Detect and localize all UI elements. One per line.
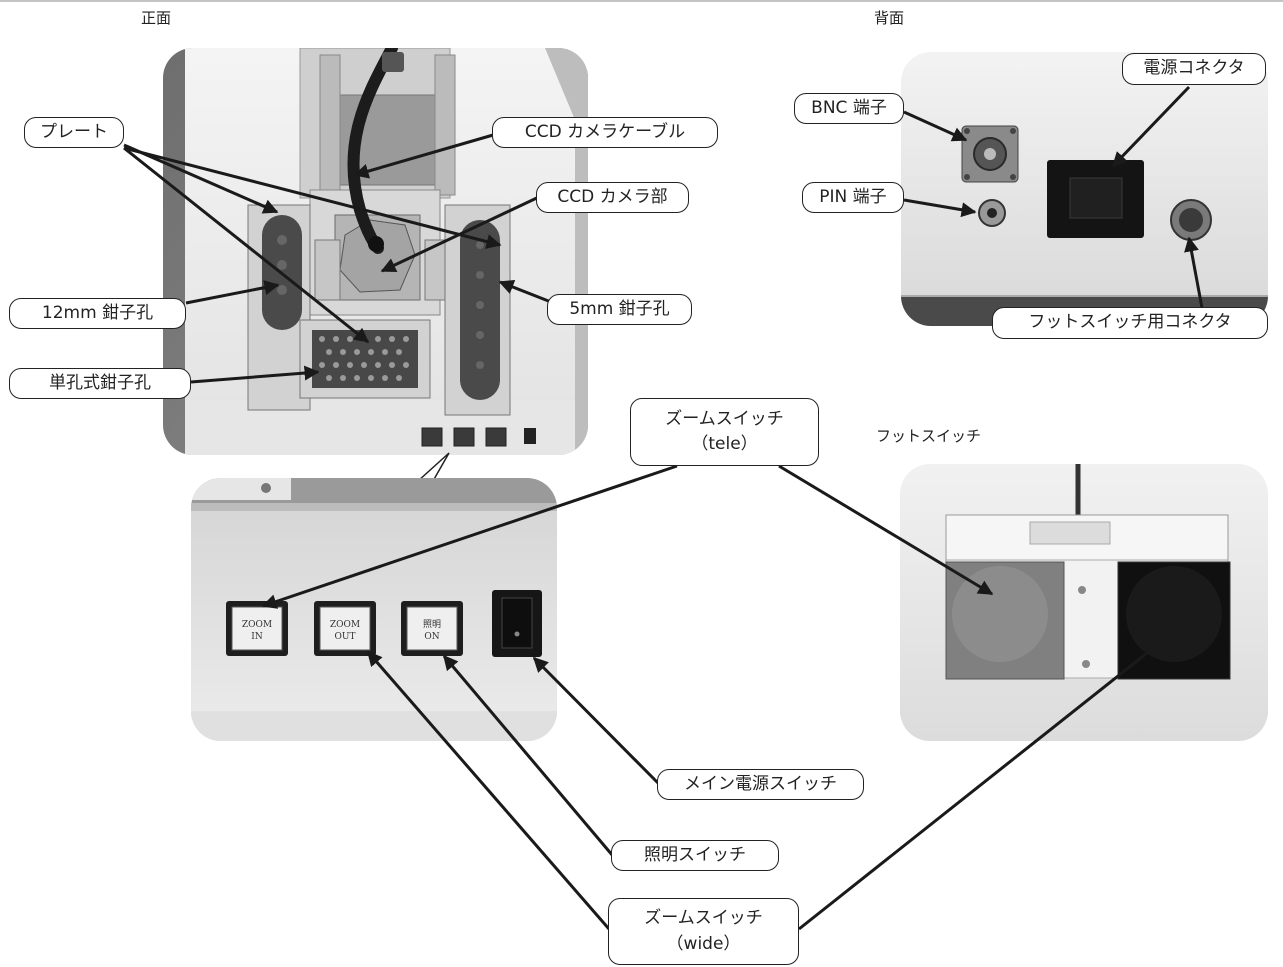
zoom-in-button[interactable]: ZOOM IN — [242, 620, 272, 642]
zoom-wide-label: ズームスイッチ （wide） — [608, 898, 799, 965]
pin-label: PIN 端子 — [802, 182, 904, 213]
light-on-label-2: ON — [424, 632, 439, 642]
back-heading: 背面 — [874, 9, 905, 27]
ccd-cable-label: CCD カメラケーブル — [492, 117, 718, 148]
front-photo — [163, 48, 588, 455]
power-connector-label: 電源コネクタ — [1122, 53, 1266, 85]
ccd-unit-label: CCD カメラ部 — [536, 182, 689, 213]
leader-arrows — [123, 85, 1204, 931]
footswitch-heading: フットスイッチ — [876, 427, 982, 445]
zoom-photo — [191, 478, 557, 741]
zoom-pointer — [360, 452, 450, 482]
zoom-tele-line1: ズームスイッチ — [665, 408, 784, 429]
zoom-out-label-1: ZOOM — [330, 620, 360, 630]
footswitch-connector-label: フットスイッチ用コネクタ — [992, 307, 1268, 339]
front-heading: 正面 — [141, 9, 172, 27]
single-hole-label: 単孔式鉗子孔 — [9, 368, 191, 399]
light-on-label-1: 照明 — [423, 619, 441, 630]
zoom-out-button[interactable]: ZOOM OUT — [330, 620, 360, 642]
footswitch-photo — [900, 464, 1268, 741]
zoom-out-label-2: OUT — [335, 632, 356, 642]
hole-12mm-label: 12mm 鉗子孔 — [9, 298, 186, 329]
light-on-button[interactable]: 照明 ON — [423, 619, 441, 642]
main-power-label: メイン電源スイッチ — [657, 769, 864, 800]
zoom-wide-line2: （wide） — [666, 933, 741, 954]
back-photo — [901, 52, 1268, 326]
hole-5mm-label: 5mm 鉗子孔 — [547, 294, 692, 325]
zoom-tele-line2: （tele） — [691, 434, 758, 454]
zoom-in-label-2: IN — [251, 632, 263, 642]
zoom-tele-label: ズームスイッチ （tele） — [630, 398, 819, 466]
zoom-wide-line1: ズームスイッチ — [644, 908, 763, 928]
zoom-in-label-1: ZOOM — [242, 620, 272, 630]
light-switch-label: 照明スイッチ — [611, 840, 779, 871]
plate-label: プレート — [24, 117, 124, 148]
bnc-label: BNC 端子 — [794, 93, 904, 124]
